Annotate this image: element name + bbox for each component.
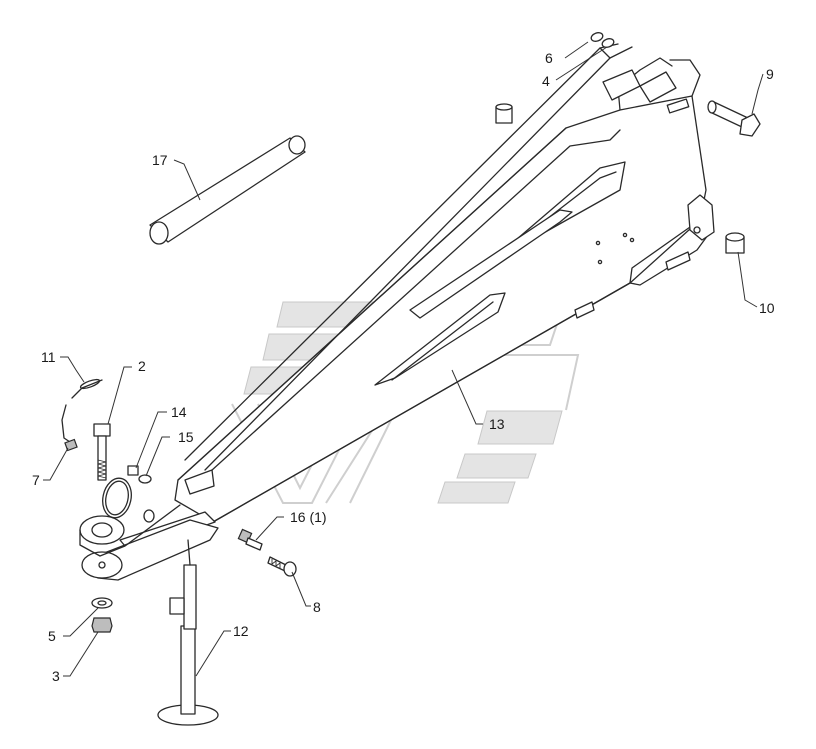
sleeve	[143, 509, 155, 523]
hex-nut	[91, 617, 113, 633]
callout-9: 9	[766, 66, 774, 82]
callout-13: 13	[489, 416, 505, 432]
callout-16: 16 (1)	[290, 509, 327, 525]
bushing-right	[725, 232, 745, 254]
callout-5: 5	[48, 628, 56, 644]
callout-14: 14	[171, 404, 187, 420]
callout-11: 11	[41, 349, 56, 365]
bolt-long	[237, 528, 263, 551]
nut-small	[127, 465, 139, 476]
callout-12: 12	[233, 623, 249, 639]
pin-rod	[149, 135, 306, 245]
washer-small	[138, 474, 152, 484]
support-stand	[157, 539, 219, 726]
pivot-pin	[707, 100, 761, 137]
boom-arm	[119, 43, 715, 553]
callout-2: 2	[138, 358, 146, 374]
callout-8: 8	[313, 599, 321, 615]
washer-top-b	[601, 38, 615, 48]
callout-6: 6	[545, 50, 553, 66]
bolt-with-washer	[267, 556, 297, 577]
callout-17: 17	[152, 152, 168, 168]
ring-pin	[102, 477, 132, 519]
callout-7: 7	[32, 472, 40, 488]
leader-lines	[43, 41, 764, 677]
bolt	[93, 423, 111, 481]
clip	[64, 438, 78, 452]
callout-10: 10	[759, 300, 775, 316]
linch-pin	[61, 378, 103, 443]
callout-4: 4	[542, 73, 550, 89]
bushing-top	[495, 103, 513, 124]
washer-top-a	[590, 32, 604, 42]
drawbar-eye	[79, 504, 219, 581]
callout-3: 3	[52, 668, 60, 684]
callout-15: 15	[178, 429, 194, 445]
washer	[91, 597, 113, 609]
